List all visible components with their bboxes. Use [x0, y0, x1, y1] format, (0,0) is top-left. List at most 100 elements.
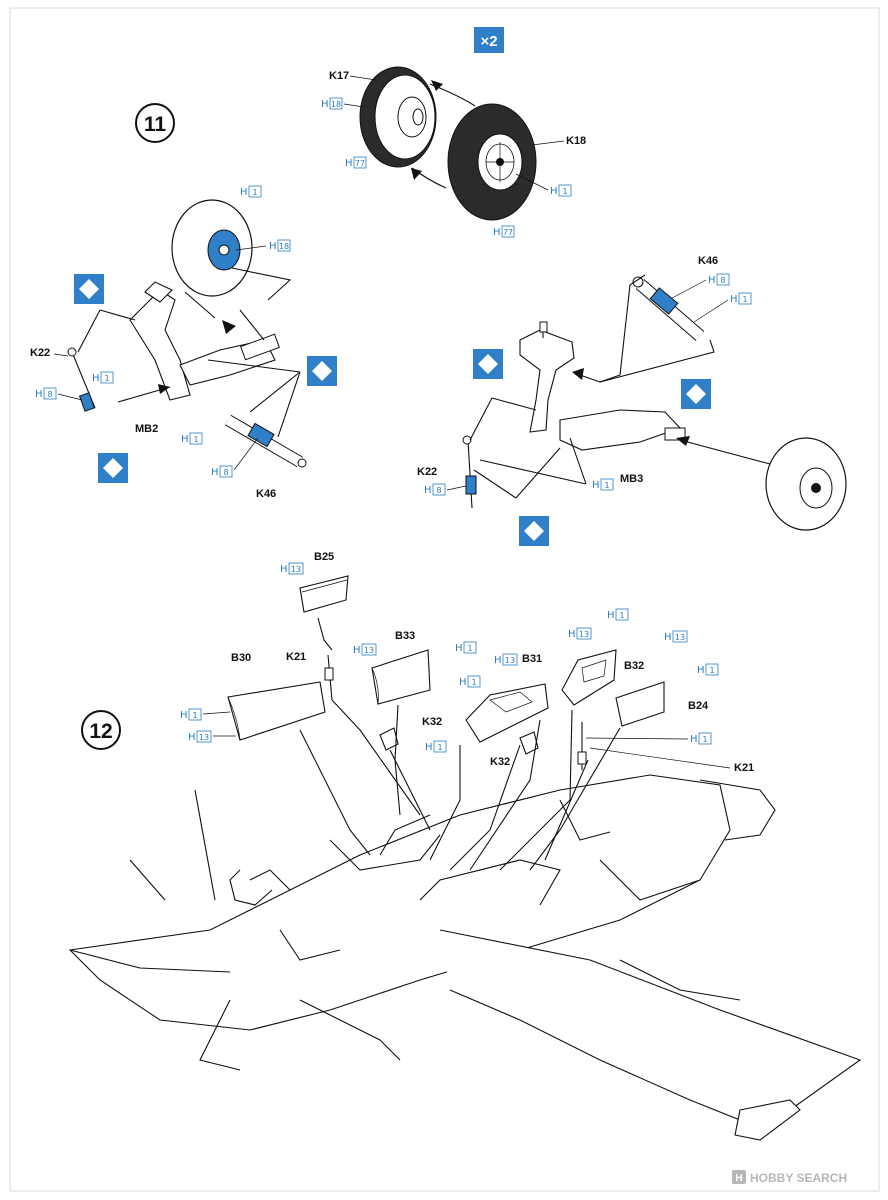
svg-text:13: 13: [199, 733, 209, 742]
svg-text:H: H: [321, 99, 329, 110]
part-label-k32-bottom: K32: [490, 756, 510, 768]
glue-diamond-icon: [681, 379, 711, 409]
svg-text:1: 1: [252, 188, 257, 197]
page-frame: [9, 7, 880, 1192]
color-callout: H 77: [345, 156, 367, 169]
svg-text:1: 1: [709, 666, 714, 675]
part-k32: [379, 727, 539, 755]
part-label-k18: K18: [566, 135, 586, 147]
color-callout: H 1: [240, 185, 262, 198]
svg-text:H: H: [455, 643, 463, 654]
step-12-marker: 12: [81, 710, 121, 750]
svg-text:H: H: [425, 742, 433, 753]
part-label-b25: B25: [314, 551, 334, 563]
multiplier-label: ×2: [480, 33, 497, 50]
part-b33: [371, 649, 431, 705]
svg-text:H: H: [664, 632, 672, 643]
glue-diamond-icon: [519, 516, 549, 546]
svg-text:H: H: [493, 227, 501, 238]
svg-text:H: H: [211, 467, 219, 478]
part-label-k21-left: K21: [286, 651, 306, 663]
color-callout: H 8: [671, 273, 730, 299]
part-label-k46-right: K46: [698, 255, 718, 267]
part-label-k32-top: K32: [422, 716, 442, 728]
svg-text:1: 1: [471, 678, 476, 687]
color-callout: H 1: [425, 740, 447, 753]
svg-text:H: H: [730, 294, 738, 305]
color-callout: H 1: [459, 675, 481, 688]
part-k21-right: [577, 722, 587, 770]
watermark-text: HOBBY SEARCH: [750, 1171, 847, 1185]
svg-text:H: H: [550, 186, 558, 197]
svg-text:1: 1: [467, 644, 472, 653]
color-callout: H 1: [607, 608, 629, 621]
step-12-number: 12: [89, 720, 112, 743]
svg-text:H: H: [494, 655, 502, 666]
part-label-b24: B24: [688, 700, 709, 712]
svg-text:77: 77: [503, 228, 513, 237]
part-label-b30: B30: [231, 652, 251, 664]
part-label-b33: B33: [395, 630, 415, 642]
color-callout: H 1: [592, 478, 614, 491]
part-label-k21-right: K21: [734, 762, 754, 774]
svg-text:1: 1: [192, 711, 197, 720]
svg-text:H: H: [280, 564, 288, 575]
color-callout: H 8: [35, 387, 83, 401]
right-landing-gear: [462, 274, 847, 531]
part-b31: [465, 683, 549, 743]
svg-text:13: 13: [364, 646, 374, 655]
svg-text:H: H: [35, 389, 43, 400]
color-callout: H 1: [693, 292, 752, 323]
glue-diamond-icon: [307, 356, 337, 386]
part-label-k17: K17: [329, 70, 349, 82]
main-wheel-assembly: [359, 66, 537, 221]
part-b30: [227, 681, 326, 741]
svg-text:1: 1: [437, 743, 442, 752]
multiplier-badge: ×2: [474, 27, 504, 53]
color-callout: H 13: [664, 630, 688, 643]
glue-diamond-icon: [74, 274, 104, 304]
color-callout: H 1: [515, 173, 572, 197]
svg-text:H: H: [188, 732, 196, 743]
glue-diamond-icon: [98, 453, 128, 483]
svg-text:1: 1: [193, 435, 198, 444]
svg-text:H: H: [690, 734, 698, 745]
svg-text:1: 1: [104, 374, 109, 383]
part-label-k22-right: K22: [417, 466, 437, 478]
svg-text:8: 8: [223, 468, 228, 477]
svg-text:1: 1: [702, 735, 707, 744]
part-k21-left: [324, 654, 334, 701]
svg-text:13: 13: [291, 565, 301, 574]
color-callout: H 1: [180, 708, 231, 721]
color-callout: H 18: [235, 239, 291, 252]
svg-text:13: 13: [675, 633, 685, 642]
svg-text:H: H: [240, 187, 248, 198]
svg-text:H: H: [568, 629, 576, 640]
step-11-marker: 11: [135, 103, 175, 143]
part-b24: [615, 681, 665, 727]
svg-text:18: 18: [331, 100, 341, 109]
svg-text:H: H: [181, 434, 189, 445]
color-callout: H 8: [211, 437, 259, 478]
svg-text:1: 1: [742, 295, 747, 304]
watermark: H HOBBY SEARCH: [732, 1170, 847, 1185]
color-callout: H 1: [181, 432, 203, 445]
part-label-k22-left: K22: [30, 347, 50, 359]
svg-text:18: 18: [279, 242, 289, 251]
svg-text:H: H: [459, 677, 467, 688]
svg-text:H: H: [735, 1173, 742, 1184]
svg-text:13: 13: [505, 656, 515, 665]
aircraft-outline: [68, 774, 862, 1141]
color-callout: H 13: [568, 627, 592, 640]
glue-diamond-icon: [473, 349, 503, 379]
step-11-number: 11: [144, 113, 167, 136]
svg-text:H: H: [92, 373, 100, 384]
color-callout: H 18: [321, 97, 365, 110]
svg-text:77: 77: [355, 159, 365, 168]
color-callout: H 1: [92, 371, 114, 384]
svg-text:H: H: [353, 645, 361, 656]
color-callout: H 13: [280, 562, 304, 575]
color-callout: H 77: [493, 225, 515, 238]
svg-text:1: 1: [619, 611, 624, 620]
part-label-k46-left: K46: [256, 488, 276, 500]
